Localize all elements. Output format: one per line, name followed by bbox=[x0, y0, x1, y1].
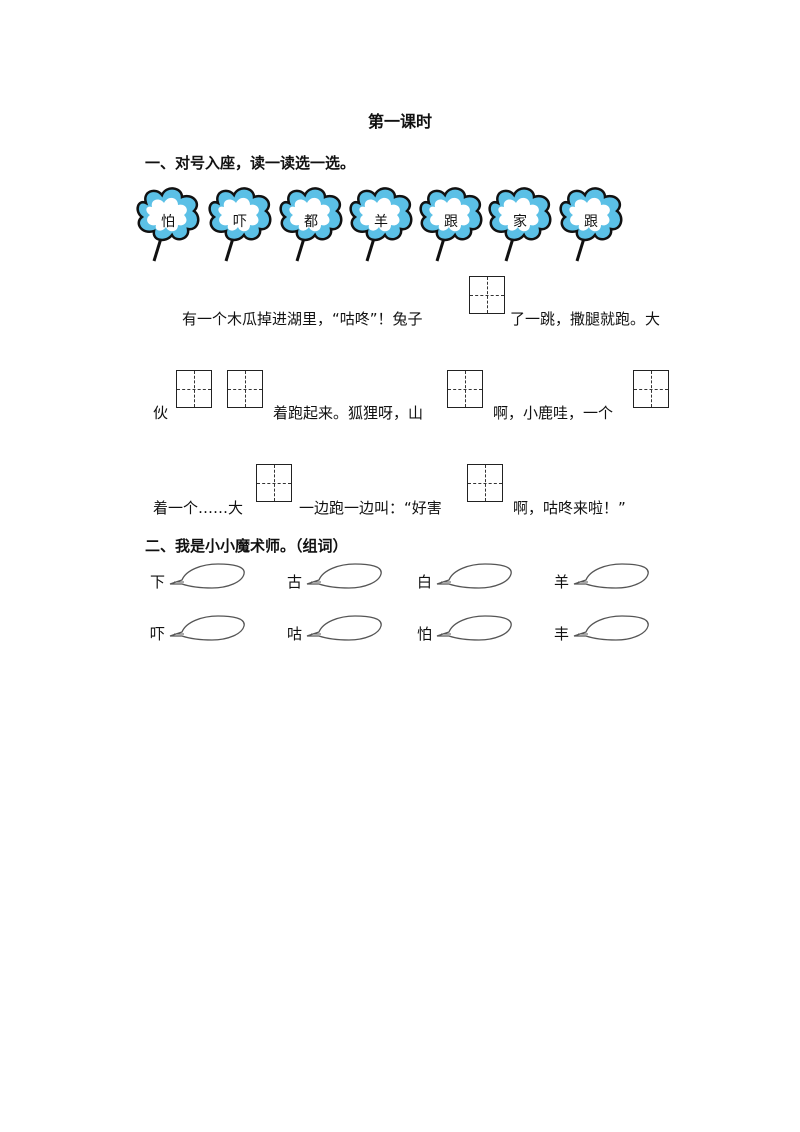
answer-box[interactable] bbox=[227, 370, 263, 408]
flower-card: 都 bbox=[275, 185, 347, 263]
flower-card: 吓 bbox=[204, 185, 276, 263]
section-2-heading: 二、我是小小魔术师。（组词） bbox=[145, 537, 348, 555]
leaf-answer-blank[interactable] bbox=[435, 560, 515, 598]
passage-text: 着一个……大 bbox=[153, 499, 244, 517]
leaf-answer-blank[interactable] bbox=[168, 560, 248, 598]
word-character: 下 bbox=[150, 573, 166, 591]
flower-shape-icon bbox=[488, 187, 552, 262]
word-character: 吓 bbox=[150, 625, 166, 643]
passage-text: 啊，小鹿哇，一个 bbox=[493, 404, 614, 422]
passage-text: 了一跳，撒腿就跑。大 bbox=[510, 310, 661, 328]
leaf-answer-blank[interactable] bbox=[572, 560, 652, 598]
word-character: 怕 bbox=[417, 625, 433, 643]
word-character: 羊 bbox=[554, 573, 570, 591]
flower-card: 跟 bbox=[415, 185, 487, 263]
leaf-answer-blank[interactable] bbox=[572, 612, 652, 650]
leaf-answer-blank[interactable] bbox=[305, 560, 385, 598]
flower-character: 羊 bbox=[374, 214, 388, 230]
answer-box[interactable] bbox=[469, 276, 505, 314]
flower-character: 跟 bbox=[444, 214, 458, 230]
passage-text: 伙 bbox=[153, 404, 169, 422]
flower-shape-icon bbox=[559, 187, 623, 262]
answer-box[interactable] bbox=[447, 370, 483, 408]
leaf-outline-icon bbox=[169, 615, 245, 641]
passage-text: 着跑起来。狐狸呀，山 bbox=[273, 404, 424, 422]
leaf-outline-icon bbox=[573, 563, 649, 589]
flower-shape-icon bbox=[136, 187, 200, 262]
flower-character: 跟 bbox=[584, 214, 598, 230]
flower-card: 羊 bbox=[345, 185, 417, 263]
word-character: 咕 bbox=[287, 625, 303, 643]
leaf-answer-blank[interactable] bbox=[168, 612, 248, 650]
answer-box[interactable] bbox=[176, 370, 212, 408]
word-character: 白 bbox=[417, 573, 433, 591]
flower-shape-icon bbox=[208, 187, 272, 262]
leaf-outline-icon bbox=[436, 615, 512, 641]
leaf-outline-icon bbox=[436, 563, 512, 589]
passage-text: 啊，咕咚来啦！” bbox=[513, 499, 626, 517]
flower-character: 吓 bbox=[233, 214, 247, 230]
leaf-answer-blank[interactable] bbox=[435, 612, 515, 650]
word-character: 古 bbox=[287, 573, 303, 591]
leaf-answer-blank[interactable] bbox=[305, 612, 385, 650]
passage-text: 有一个木瓜掉进湖里，“咕咚”！兔子 bbox=[182, 310, 423, 328]
passage-text: 一边跑一边叫：“好害 bbox=[299, 499, 442, 517]
flower-card: 家 bbox=[484, 185, 556, 263]
flower-row: 怕 吓 都 羊 跟 家 跟 bbox=[132, 185, 632, 265]
leaf-outline-icon bbox=[573, 615, 649, 641]
word-character: 丰 bbox=[554, 625, 570, 643]
flower-shape-icon bbox=[279, 187, 343, 262]
leaf-outline-icon bbox=[306, 563, 382, 589]
flower-character: 家 bbox=[513, 214, 527, 230]
page-title: 第一课时 bbox=[367, 112, 432, 131]
flower-shape-icon bbox=[419, 187, 483, 262]
flower-character: 怕 bbox=[161, 214, 175, 230]
flower-card: 怕 bbox=[132, 185, 204, 263]
leaf-outline-icon bbox=[306, 615, 382, 641]
answer-box[interactable] bbox=[467, 464, 503, 502]
flower-character: 都 bbox=[304, 214, 318, 230]
section-1-heading: 一、对号入座，读一读选一选。 bbox=[145, 154, 356, 172]
flower-card: 跟 bbox=[555, 185, 627, 263]
answer-box[interactable] bbox=[256, 464, 292, 502]
answer-box[interactable] bbox=[633, 370, 669, 408]
leaf-outline-icon bbox=[169, 563, 245, 589]
flower-shape-icon bbox=[349, 187, 413, 262]
